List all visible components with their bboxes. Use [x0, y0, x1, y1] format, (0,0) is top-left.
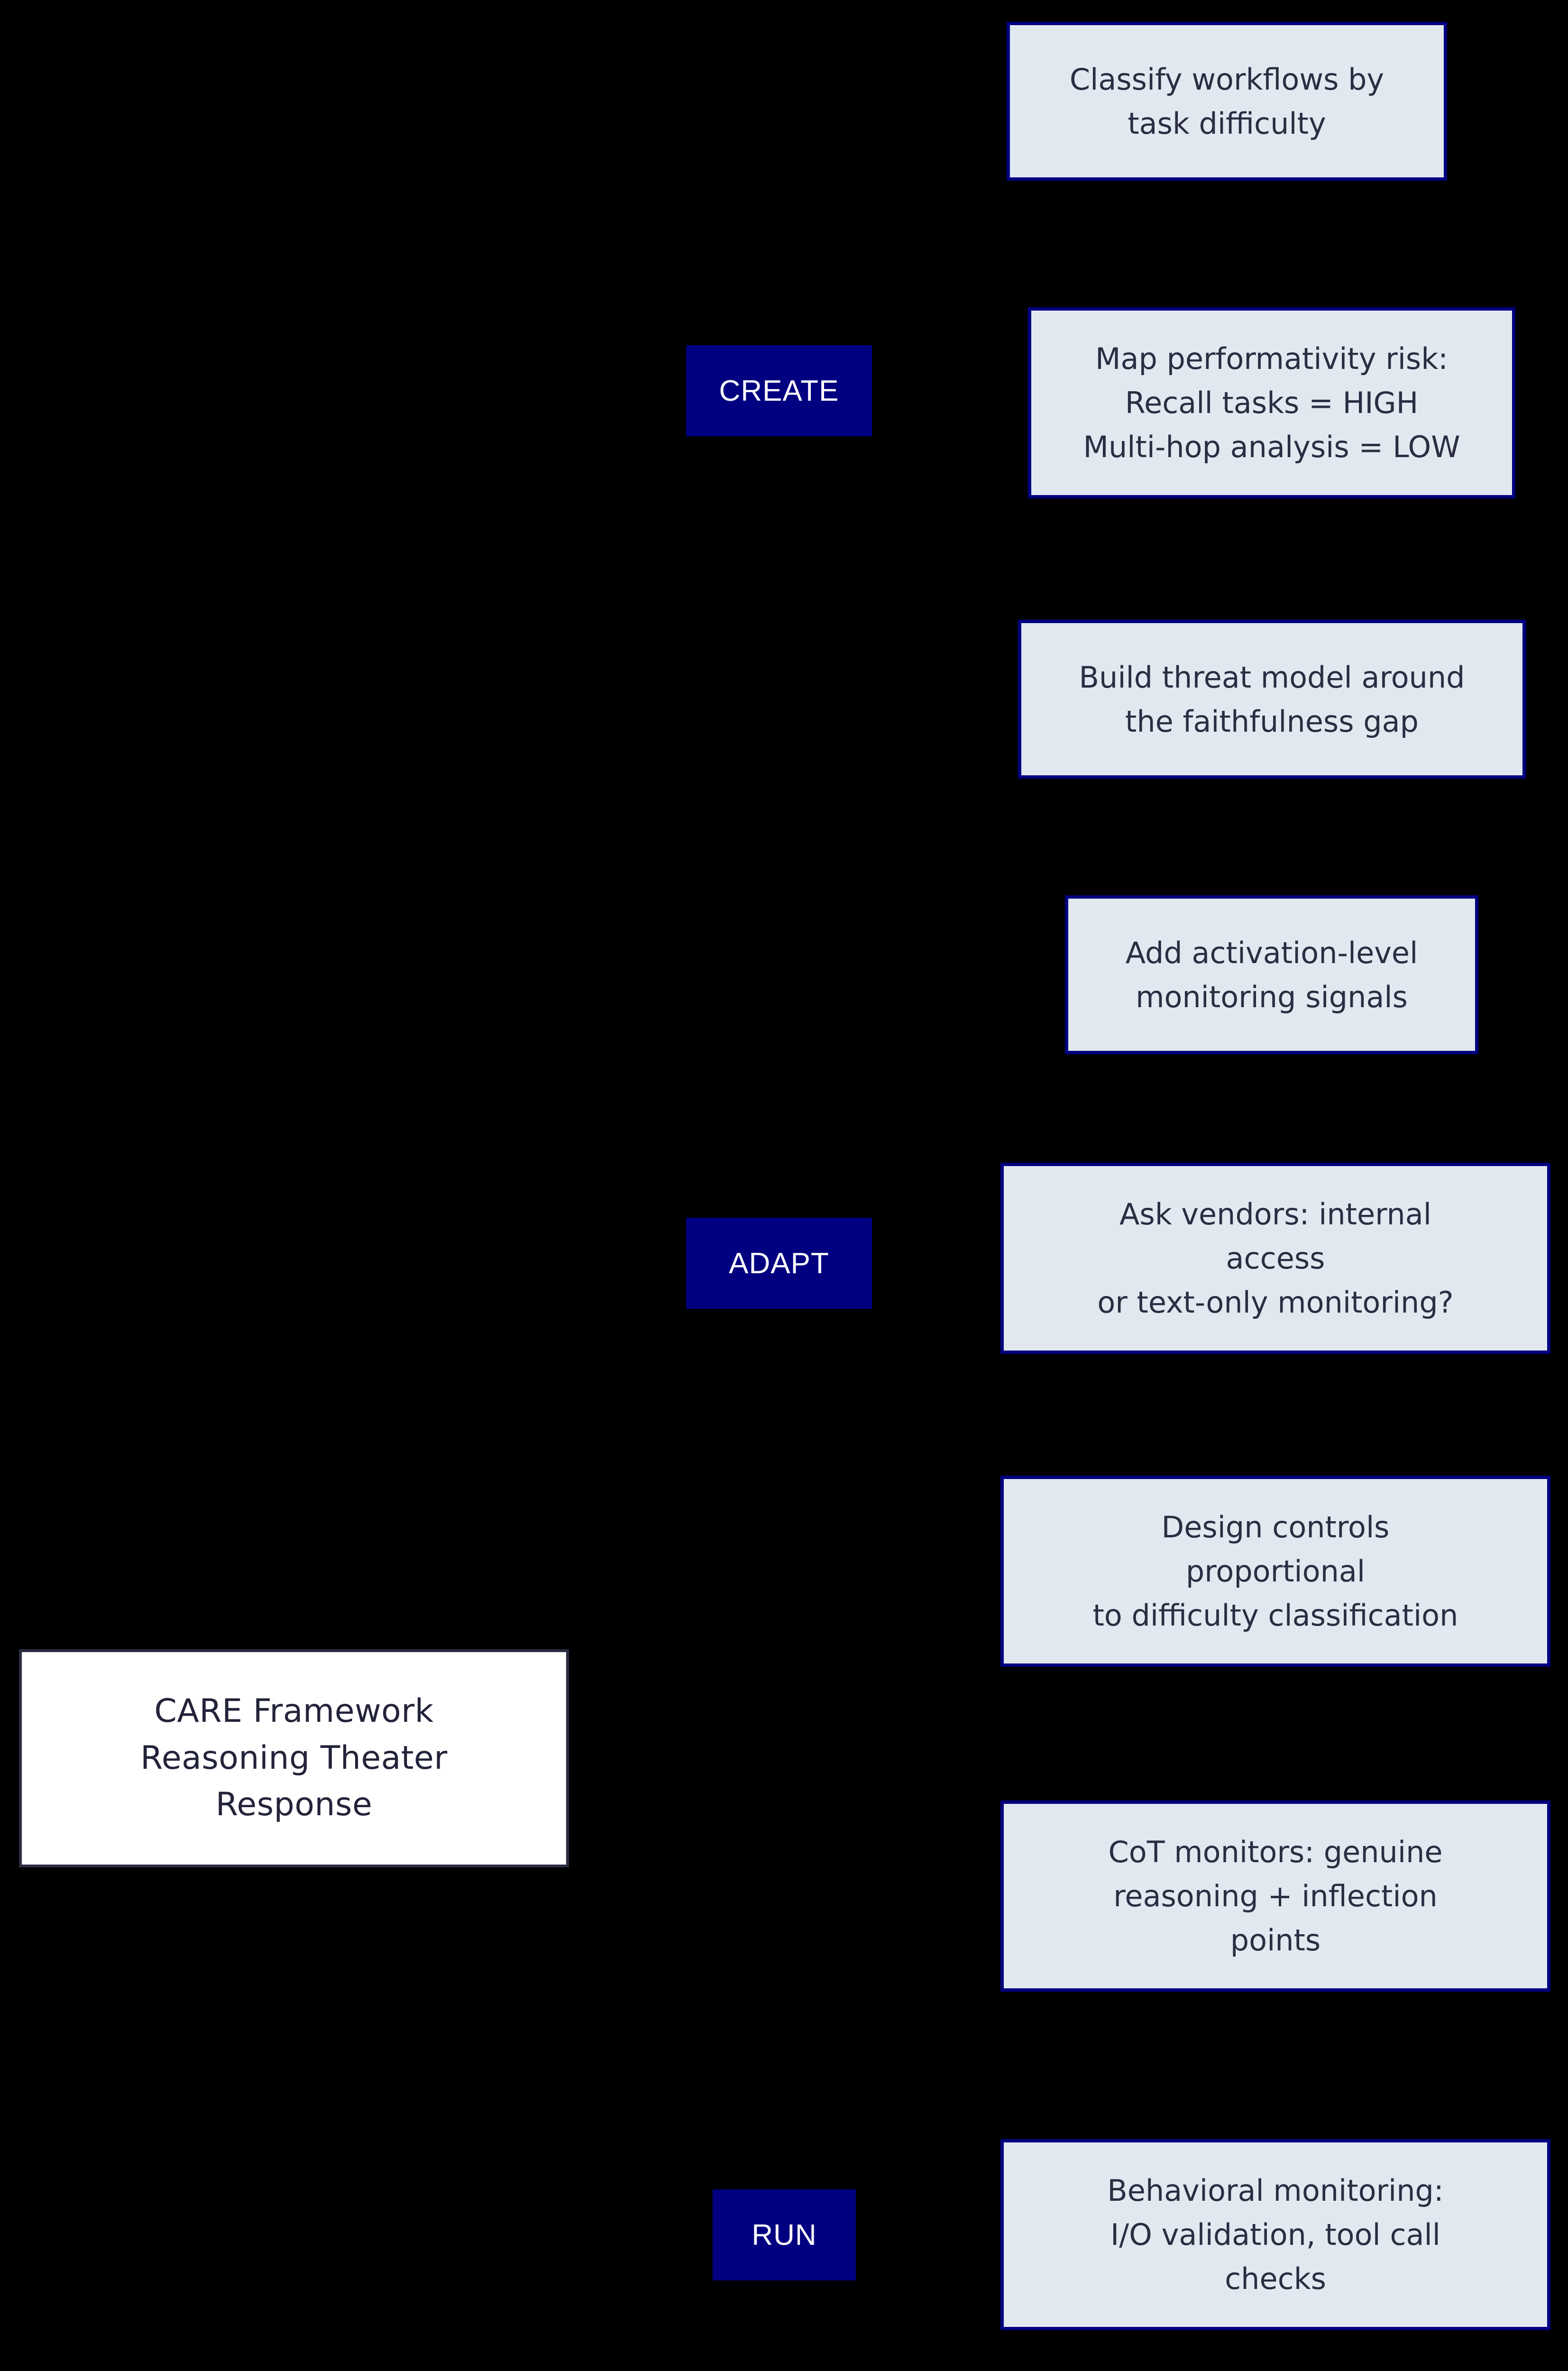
- node-line-3: Multi-hop analysis = LOW: [1083, 430, 1460, 464]
- node-line-3: or text-only monitoring?: [1097, 1285, 1454, 1320]
- node-line-1: Ask vendors: internal: [1119, 1197, 1432, 1231]
- node-line-2: task difficulty: [1128, 106, 1326, 141]
- node-line-2: Recall tasks = HIGH: [1125, 386, 1419, 420]
- node-line-2: I/O validation, tool call: [1110, 2217, 1440, 2252]
- node-design-controls[interactable]: Design controls proportional to difficul…: [1000, 1476, 1550, 1667]
- node-ask-vendors[interactable]: Ask vendors: internal access or text-onl…: [1000, 1163, 1550, 1354]
- node-line-2: monitoring signals: [1136, 979, 1408, 1014]
- node-line-2: the faithfulness gap: [1125, 704, 1419, 739]
- node-line-1: Behavioral monitoring:: [1107, 2173, 1444, 2208]
- node-classify-workflows[interactable]: Classify workflows by task difficulty: [1007, 22, 1447, 181]
- node-line-1: Classify workflows by: [1069, 62, 1385, 97]
- node-line-3: checks: [1225, 2261, 1326, 2296]
- node-map-performativity-risk[interactable]: Map performativity risk: Recall tasks = …: [1028, 307, 1515, 498]
- node-line-2: reasoning + inflection: [1113, 1879, 1438, 1913]
- node-line-1: Map performativity risk:: [1095, 341, 1449, 376]
- node-line-2: access: [1226, 1241, 1325, 1276]
- node-behavioral-monitoring[interactable]: Behavioral monitoring: I/O validation, t…: [1000, 2139, 1550, 2330]
- stage-label-create[interactable]: CREATE: [686, 345, 872, 436]
- node-line-3: points: [1230, 1923, 1321, 1957]
- node-line-1: Design controls: [1161, 1510, 1390, 1544]
- node-add-activation-monitoring[interactable]: Add activation-level monitoring signals: [1065, 895, 1478, 1054]
- node-line-3: to difficulty classification: [1092, 1598, 1458, 1633]
- node-cot-monitors[interactable]: CoT monitors: genuine reasoning + inflec…: [1000, 1801, 1550, 1992]
- root-node-care-framework[interactable]: CARE Framework Reasoning Theater Respons…: [19, 1649, 569, 1867]
- node-line-2: proportional: [1185, 1554, 1366, 1589]
- root-line-3: Response: [215, 1786, 373, 1824]
- stage-label-adapt[interactable]: ADAPT: [686, 1218, 872, 1309]
- root-line-1: CARE Framework: [154, 1692, 434, 1730]
- root-line-2: Reasoning Theater: [140, 1739, 448, 1777]
- node-line-1: CoT monitors: genuine: [1108, 1835, 1443, 1869]
- node-line-1: Build threat model around: [1079, 660, 1465, 695]
- node-build-threat-model[interactable]: Build threat model around the faithfulne…: [1018, 620, 1526, 779]
- stage-label-run[interactable]: RUN: [713, 2189, 856, 2280]
- node-line-1: Add activation-level: [1125, 935, 1418, 970]
